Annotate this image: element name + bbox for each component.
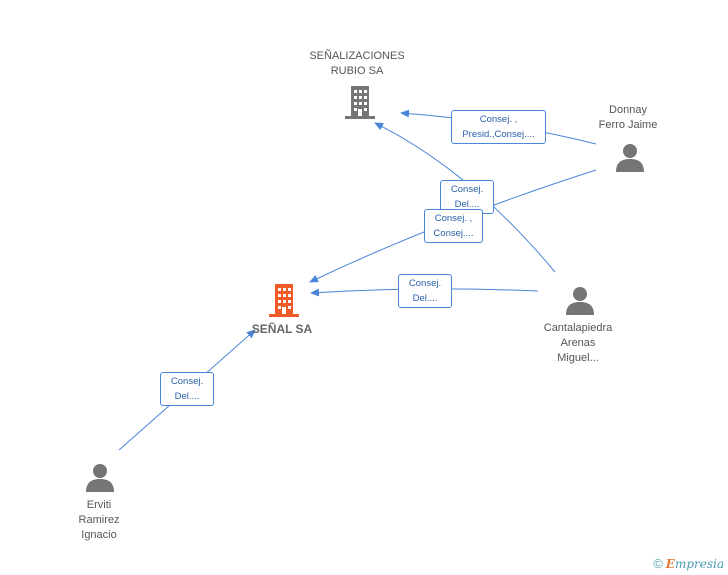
donnay-label-line-2: Ferro Jaime (598, 119, 658, 131)
edge-label-donnay-senalizaciones[interactable]: Consej. , Presid.,Consej.... (451, 110, 546, 144)
brand-logo-text: mpresia (674, 557, 724, 571)
brand-logo-initial: E (665, 557, 675, 571)
edge-label-line: Consej. , (479, 114, 518, 125)
erviti-label: Erviti Ramirez Ignacio (79, 498, 120, 543)
person-icon[interactable] (615, 143, 645, 172)
edge-label-line: Del.... (454, 199, 480, 210)
cantalapiedra-label-line-2: Arenas (560, 337, 596, 349)
copyright-icon: © (653, 556, 663, 571)
person-icon[interactable] (85, 463, 115, 492)
edge-label-line: Presid.,Consej.... (462, 129, 535, 140)
edge-label-line: Consej. , (434, 213, 473, 224)
edge-label-donnay-senal[interactable]: Consej. , Consej.... (424, 209, 483, 243)
erviti-label-line-2: Ramirez (78, 514, 120, 526)
erviti-label-line-1: Erviti (86, 499, 112, 511)
senalizaciones-label: SEÑALIZACIONES RUBIO SA (309, 49, 404, 79)
donnay-label: Donnay Ferro Jaime (599, 103, 658, 133)
edge-label-cantalapiedra-senal[interactable]: Consej. Del.... (398, 274, 452, 308)
senalizaciones-label-line-2: RUBIO SA (330, 65, 384, 77)
cantalapiedra-label-line-1: Cantalapiedra (543, 322, 613, 334)
edge-label-line: Consej. (450, 184, 484, 195)
edge-label-line: Consej.... (433, 228, 474, 239)
edge-label-line: Consej. (408, 278, 442, 289)
senalizaciones-label-line-1: SEÑALIZACIONES (309, 50, 405, 62)
senal-label: SEÑAL SA (251, 322, 313, 336)
empresia-watermark: ©Empresia (653, 556, 724, 571)
building-icon[interactable] (344, 85, 376, 119)
edge-label-erviti-senal[interactable]: Consej. Del.... (160, 372, 214, 406)
cantalapiedra-label: Cantalapiedra Arenas Miguel... (544, 321, 613, 366)
cantalapiedra-label-line-3: Miguel... (557, 352, 599, 364)
edge-label-cantalapiedra-senalizaciones[interactable]: Consej. Del.... (440, 180, 494, 214)
person-icon[interactable] (565, 286, 595, 315)
edge-label-line: Del.... (412, 293, 438, 304)
erviti-label-line-3: Ignacio (81, 529, 117, 541)
edge-label-line: Consej. (170, 376, 204, 387)
donnay-label-line-1: Donnay (609, 104, 647, 116)
building-icon[interactable] (268, 283, 300, 317)
edge-label-line: Del.... (174, 391, 200, 402)
